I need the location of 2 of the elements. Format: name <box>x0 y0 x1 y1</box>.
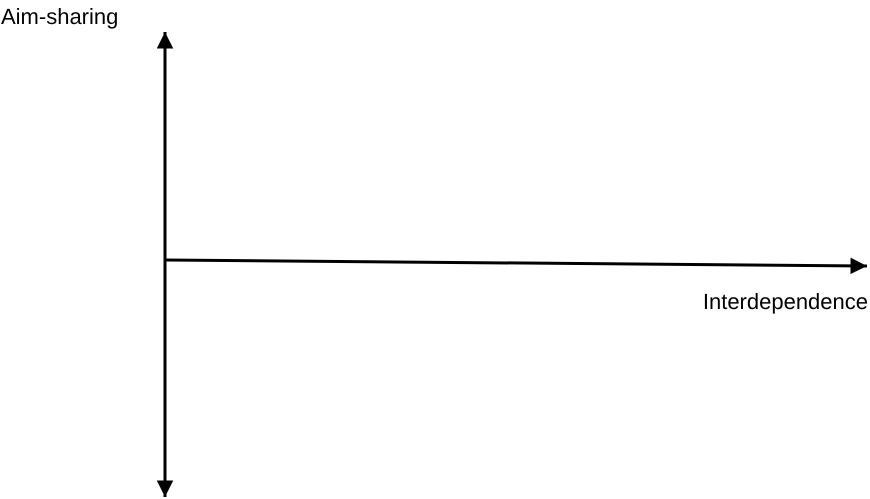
axis-label: Aim-sharing <box>1 4 118 30</box>
axis-label: Interdependence <box>702 289 868 315</box>
